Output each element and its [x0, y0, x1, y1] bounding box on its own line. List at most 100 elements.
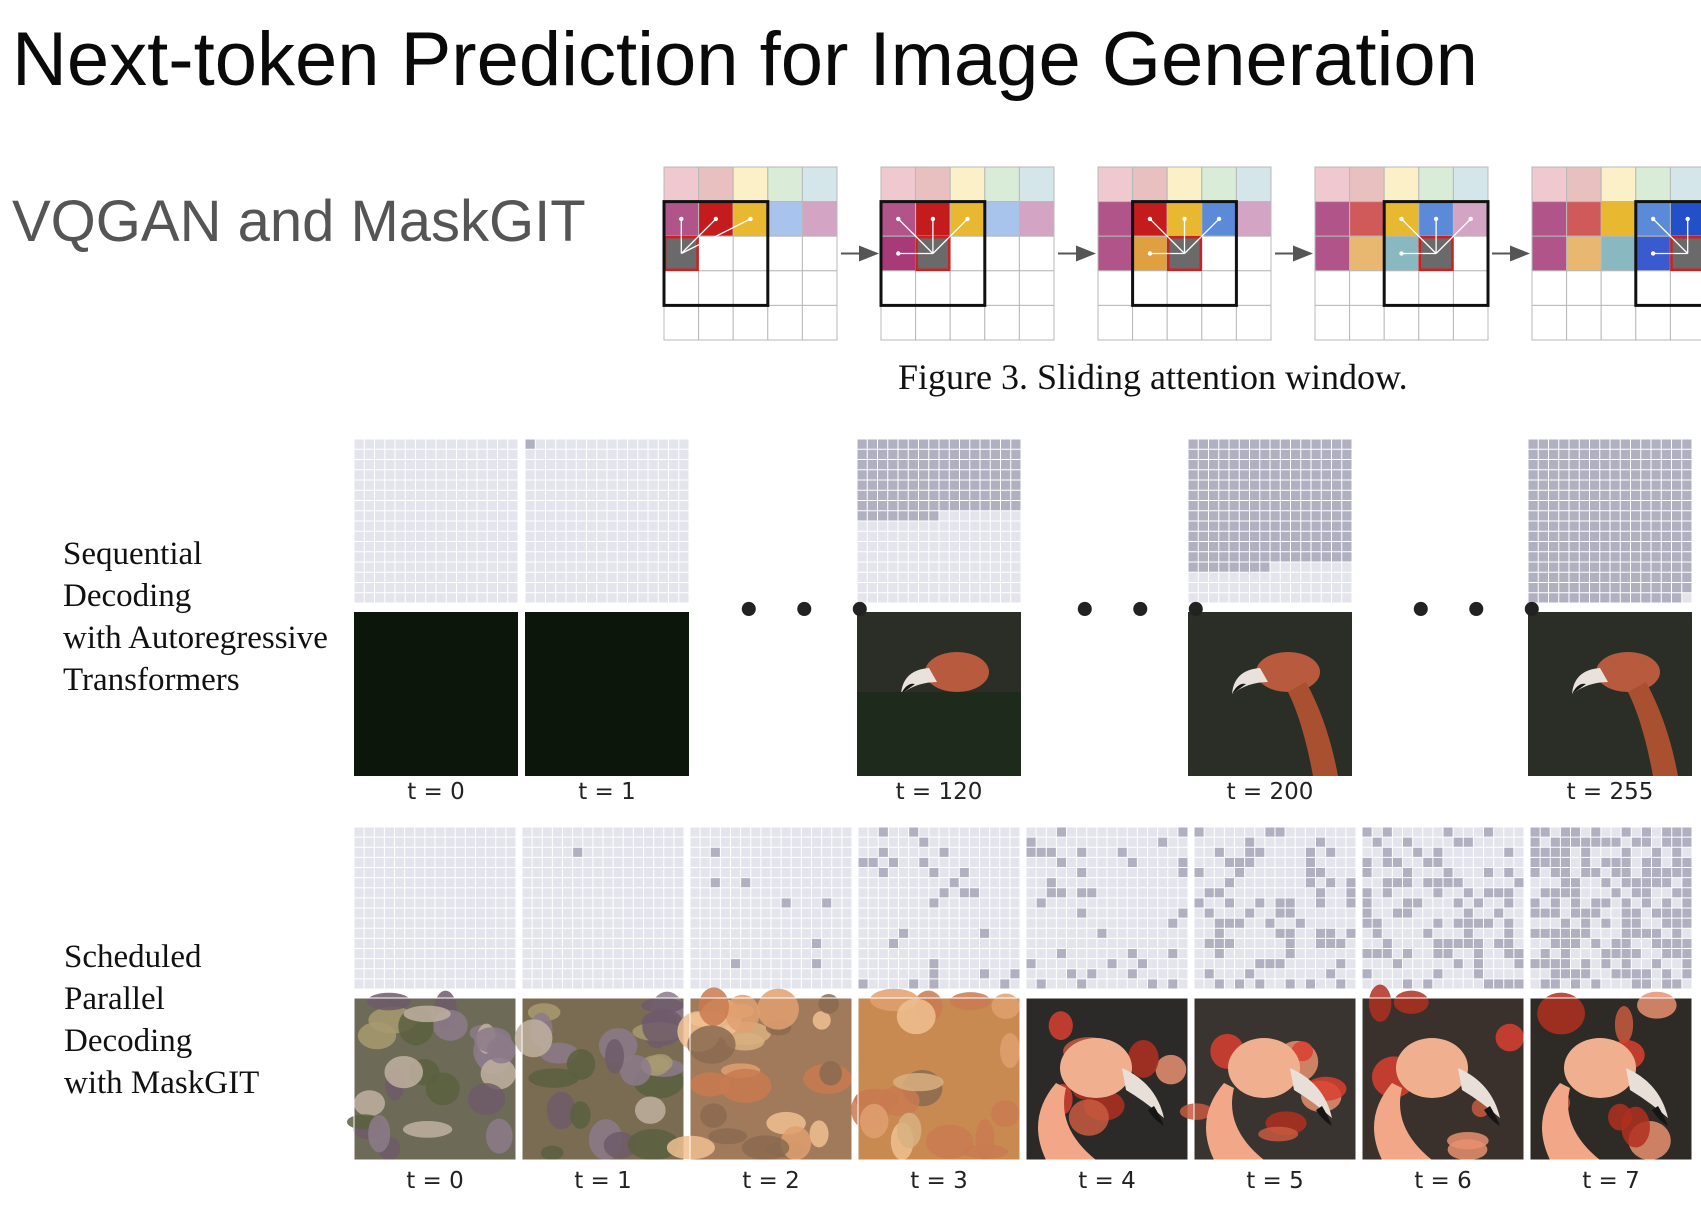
filled-token: [969, 480, 980, 491]
filled-token: [1321, 459, 1332, 470]
filled-token: [1392, 877, 1403, 888]
attention-dot: [748, 216, 753, 222]
filled-token: [1422, 928, 1433, 939]
filled-token: [1569, 439, 1580, 450]
filled-token: [1530, 908, 1541, 919]
filled-token: [990, 439, 1001, 450]
filled-token: [1548, 592, 1559, 603]
image-patch: [719, 1068, 772, 1103]
filled-token: [1463, 928, 1474, 939]
filled-token: [1620, 500, 1631, 511]
token-cell: [1235, 235, 1272, 272]
filled-token: [980, 469, 991, 480]
filled-token: [1610, 551, 1621, 562]
token-cell: [698, 270, 734, 306]
parallel-token-grid: [1361, 826, 1525, 990]
filled-token: [1362, 857, 1373, 868]
filled-token: [928, 469, 939, 480]
filled-token: [1214, 938, 1225, 949]
filled-token: [1538, 541, 1549, 552]
ellipsis: • • •: [1072, 588, 1217, 634]
filled-token: [1432, 968, 1443, 979]
filled-token: [1621, 897, 1632, 908]
filled-token: [1214, 928, 1225, 939]
filled-token: [1473, 918, 1484, 929]
token-cell: [1018, 270, 1055, 306]
filled-token: [1285, 978, 1296, 989]
sequential-output-image: [1188, 612, 1352, 776]
filled-token: [1127, 857, 1138, 868]
filled-token: [1610, 480, 1621, 491]
filled-token: [1641, 978, 1652, 989]
filled-token: [1188, 551, 1199, 562]
filled-token: [1432, 938, 1443, 949]
filled-token: [1443, 827, 1454, 838]
filled-token: [918, 837, 929, 848]
filled-token: [1661, 480, 1672, 491]
filled-token: [1300, 459, 1311, 470]
filled-token: [1671, 439, 1682, 450]
token-cell: [984, 201, 1020, 237]
filled-token: [1218, 490, 1229, 501]
filled-token: [1010, 490, 1021, 501]
filled-token: [1630, 592, 1641, 603]
filled-token: [1558, 592, 1569, 603]
token-cell: [1235, 166, 1272, 203]
filled-token: [898, 469, 909, 480]
filled-token: [1229, 531, 1240, 542]
filled-token: [1610, 562, 1621, 573]
image-patch: [812, 1011, 831, 1030]
filled-token: [1671, 551, 1682, 562]
filled-token: [1402, 897, 1413, 908]
flamingo-beak: [1122, 1068, 1164, 1118]
filled-token: [1239, 439, 1250, 450]
filled-token: [1208, 562, 1219, 573]
image-background: [525, 612, 689, 776]
filled-token: [969, 449, 980, 460]
filled-token: [1249, 449, 1260, 460]
filled-token: [1249, 531, 1260, 542]
filled-token: [867, 480, 878, 491]
filled-token: [1321, 531, 1332, 542]
token-cell: [1635, 304, 1671, 341]
filled-token: [1620, 480, 1631, 491]
image-patch: [485, 1118, 513, 1154]
attention-dot: [1399, 251, 1404, 256]
filled-token: [1218, 449, 1229, 460]
filled-token: [1331, 541, 1342, 552]
filled-token: [918, 449, 929, 460]
filled-token: [1208, 439, 1219, 450]
filled-token: [811, 938, 822, 949]
filled-token: [740, 877, 751, 888]
filled-token: [1671, 521, 1682, 532]
filled-token: [959, 500, 970, 511]
filled-token: [1651, 938, 1662, 949]
filled-token: [1493, 978, 1504, 989]
filled-token: [1513, 877, 1524, 888]
filled-token: [1000, 439, 1011, 450]
token-cell: [1201, 166, 1237, 203]
token-cell: [732, 304, 769, 341]
filled-token: [1259, 562, 1270, 573]
filled-token: [1528, 551, 1539, 562]
filled-token: [867, 459, 878, 470]
filled-token: [1443, 948, 1454, 959]
filled-token: [1640, 449, 1651, 460]
filled-token: [1056, 857, 1067, 868]
filled-token: [1599, 592, 1610, 603]
filled-token: [1548, 469, 1559, 480]
filled-token: [1198, 500, 1209, 511]
filled-token: [1259, 449, 1270, 460]
filled-token: [1188, 500, 1199, 511]
filled-token: [898, 490, 909, 501]
filled-token: [1259, 490, 1270, 501]
filled-token: [1569, 459, 1580, 470]
filled-token: [1681, 897, 1692, 908]
filled-token: [1229, 469, 1240, 480]
filled-token: [1610, 582, 1621, 593]
attention-line: [1652, 218, 1689, 254]
filled-token: [1641, 887, 1652, 898]
filled-token: [1671, 459, 1682, 470]
filled-token: [969, 439, 980, 450]
filled-token: [1249, 500, 1260, 511]
